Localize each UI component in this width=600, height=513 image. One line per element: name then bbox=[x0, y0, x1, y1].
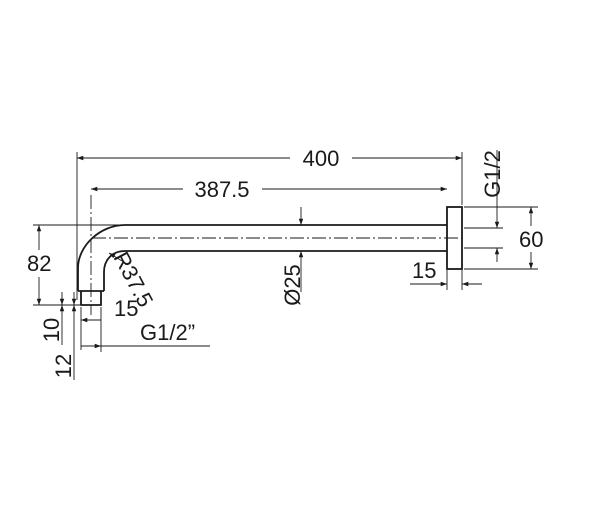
dim-outlet-offsets: 10 12 bbox=[39, 292, 77, 380]
dim-10-label: 10 bbox=[39, 318, 64, 342]
dim-pipe-diameter: Ø25 bbox=[280, 207, 305, 306]
dim-387-5-label: 387.5 bbox=[194, 177, 249, 202]
dim-flange-diameter: 60 bbox=[519, 207, 543, 269]
dim-overall-length: 400 bbox=[77, 146, 462, 171]
dim-12-label: 12 bbox=[51, 354, 76, 378]
dim-drop-height: 82 bbox=[27, 225, 51, 305]
dim-reach: 387.5 bbox=[91, 177, 447, 202]
dim-thread-outlet: G1/2” bbox=[81, 320, 210, 349]
dim-flange-depth: 15 bbox=[410, 258, 482, 287]
dim-g12-wall-label: G1/2 bbox=[480, 150, 505, 198]
dim-g12-outlet-label: G1/2” bbox=[140, 320, 195, 345]
dim-400-label: 400 bbox=[303, 146, 340, 171]
dim-15-outlet-label: 15 bbox=[114, 296, 138, 321]
dim-82-label: 82 bbox=[27, 251, 51, 276]
bend-inner bbox=[103, 250, 126, 291]
dim-d25-label: Ø25 bbox=[280, 264, 305, 306]
dim-15-flange-label: 15 bbox=[412, 258, 436, 283]
extension-lines bbox=[33, 152, 538, 352]
dim-thread-wall: G1/2 bbox=[480, 150, 505, 262]
bend-outer bbox=[77, 224, 126, 291]
dim-outlet-length: 15 bbox=[81, 296, 138, 323]
dim-60-label: 60 bbox=[519, 227, 543, 252]
